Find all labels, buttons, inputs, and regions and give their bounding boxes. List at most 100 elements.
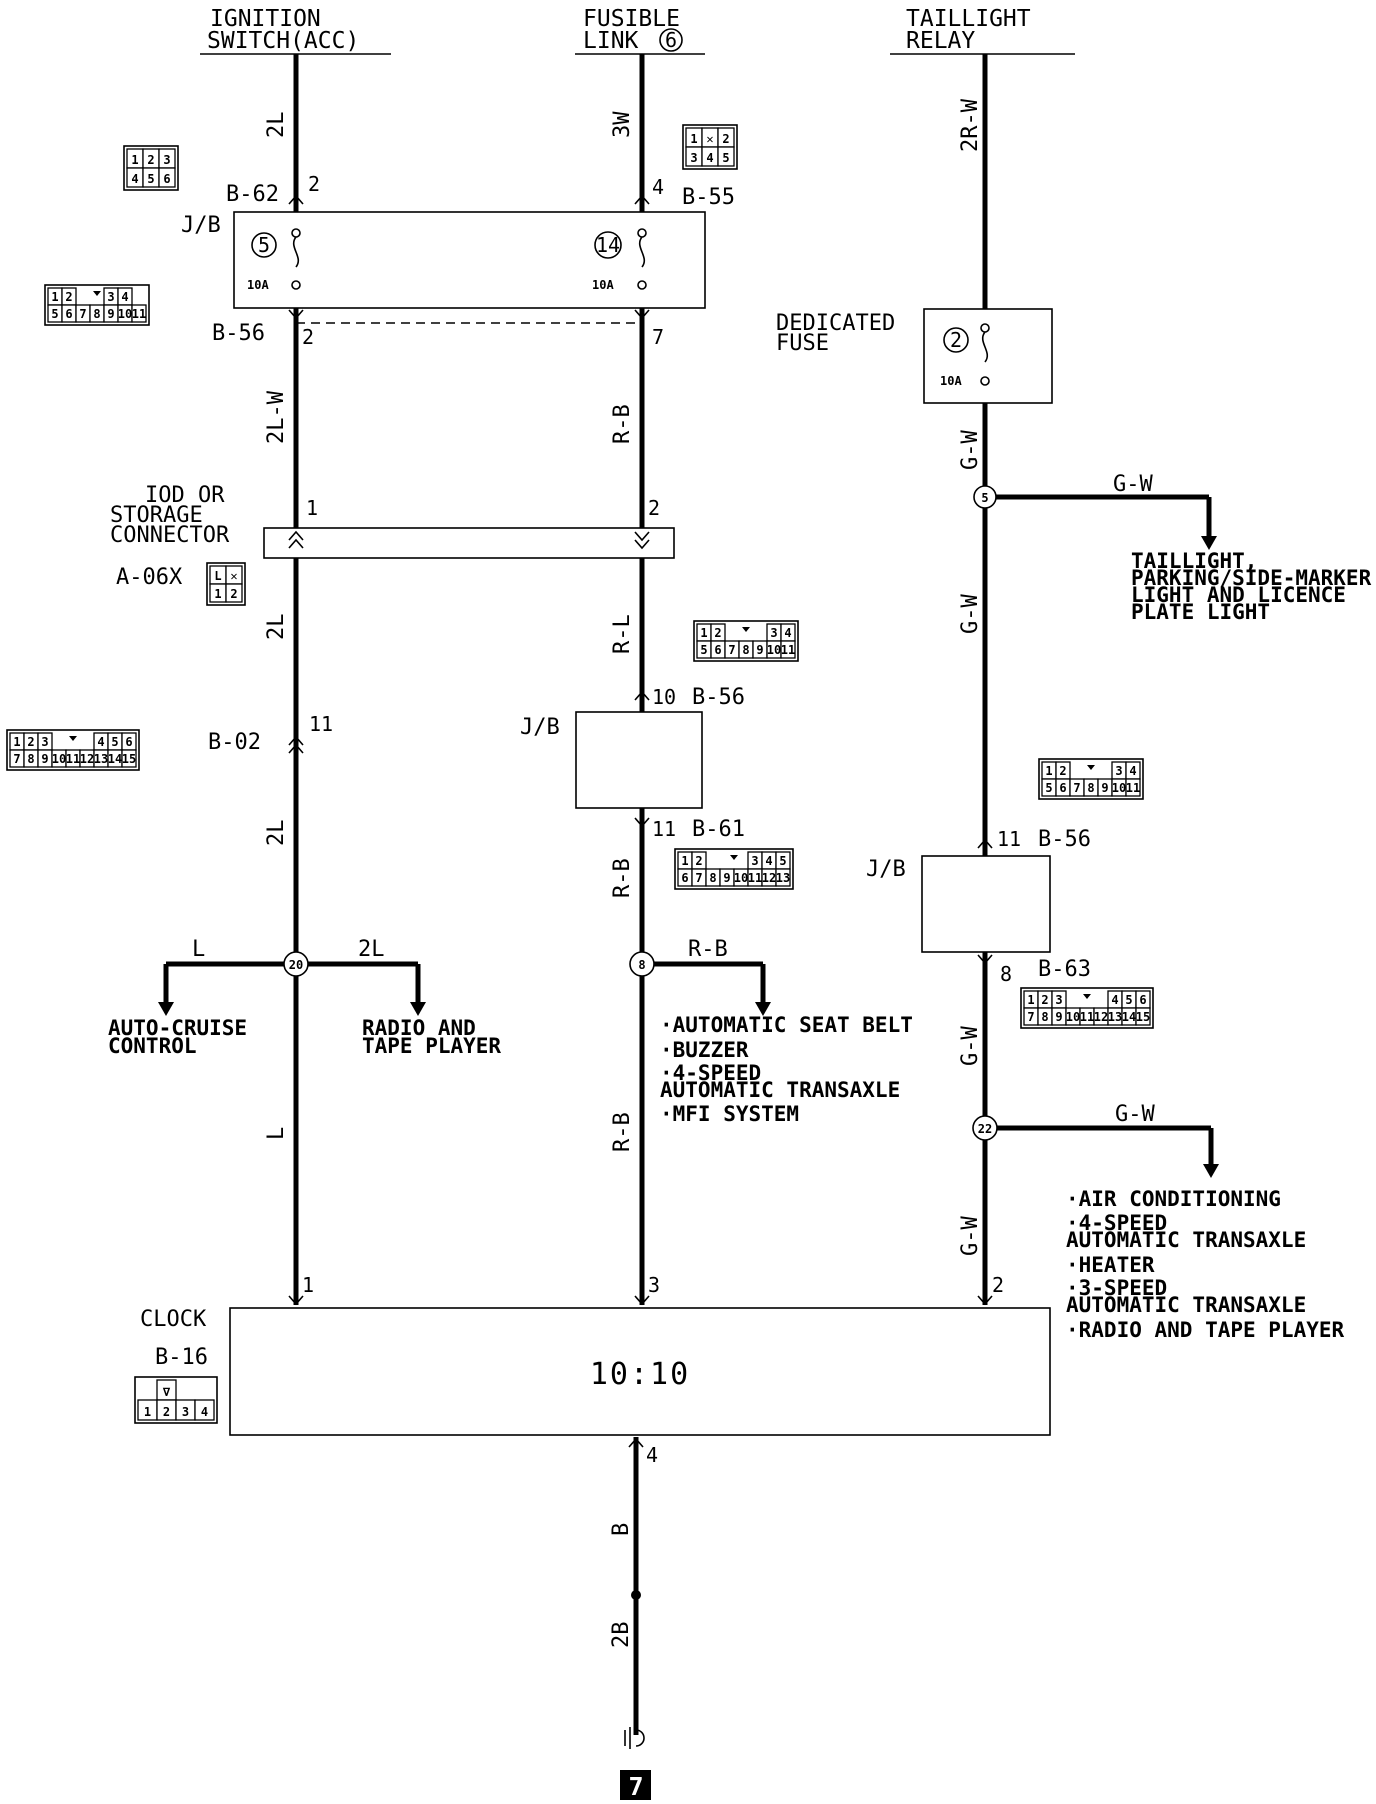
clock-display-time: 10:10 — [590, 1357, 690, 1392]
jb-mid-label: J/B — [520, 715, 560, 740]
pin-cell-label: 4 — [201, 1405, 208, 1419]
pin-cell-label: 5 — [1045, 781, 1052, 795]
pin-cell-label: 4 — [765, 854, 772, 868]
wire-label-R-B-mid: R-B — [610, 858, 635, 898]
wire-label-G-W-lower: G-W — [958, 1026, 983, 1066]
pin-cell-label: 2 — [722, 132, 729, 146]
pin-cell-label: 9 — [1101, 781, 1108, 795]
wire-label-2B: 2B — [609, 1622, 634, 1649]
pin-cell-label: 6 — [681, 871, 688, 885]
wire-label-B: B — [609, 1523, 634, 1536]
pin-cell-label: 10 — [118, 307, 132, 321]
jb-right-label: J/B — [866, 857, 906, 882]
pin-cell-label: 7 — [695, 871, 702, 885]
dedicated-fuse-label-1: DEDICATED — [776, 311, 895, 336]
fuse-14 — [594, 226, 650, 290]
pin-cell-label: ∇ — [162, 1385, 171, 1399]
pin-2-b62: 2 — [308, 172, 320, 196]
pin-cell-label: 5 — [51, 307, 58, 321]
pin-cell — [780, 640, 796, 659]
ground-point-badge — [620, 1770, 651, 1800]
pin-cell-label: 7 — [13, 752, 20, 766]
pin-2-clock: 2 — [992, 1273, 1004, 1297]
pin-1-storage: 1 — [306, 496, 318, 520]
joint-22-number: 22 — [978, 1122, 992, 1136]
pin-cell-label: 3 — [182, 1405, 189, 1419]
pin-cell-label: 6 — [125, 735, 132, 749]
pin-cell-label: L — [214, 569, 221, 583]
ignition-switch-title-2: SWITCH(ACC) — [207, 28, 359, 54]
load-aircon-line-5: ·3-SPEED — [1066, 1276, 1167, 1300]
fusible-link-title-1: FUSIBLE — [583, 6, 680, 32]
pin-cell-label: 10 — [1066, 1010, 1080, 1024]
pin-cell — [158, 167, 176, 188]
pin-11-b02: 11 — [309, 712, 333, 736]
joint-5 — [973, 485, 997, 509]
load-seatbelt-line-1: ·AUTOMATIC SEAT BELT — [660, 1013, 913, 1037]
fuse-14-number: 14 — [596, 233, 620, 257]
pin-cell-label: 8 — [1087, 781, 1094, 795]
pin-cell-label: 1 — [214, 587, 221, 601]
pin-cell-label: 14 — [108, 752, 122, 766]
wire-label-G-W-mid: G-W — [958, 594, 983, 634]
pin-cell-label: 10 — [767, 643, 781, 657]
pin-cell-label: 6 — [714, 643, 721, 657]
fusible-link-title-2: LINK — [583, 28, 639, 54]
pin-cell — [775, 868, 791, 887]
pin-cell-label: 6 — [1059, 781, 1066, 795]
pin-cell — [131, 304, 147, 323]
load-aircon-line-3: AUTOMATIC TRANSAXLE — [1066, 1228, 1306, 1252]
pin-markers — [288, 194, 993, 1448]
pin-cell-label: 2 — [1041, 993, 1048, 1007]
load-aircon-line-2: ·4-SPEED — [1066, 1211, 1167, 1235]
wire-label-G-W-bottom: G-W — [958, 1216, 983, 1256]
connector-b16-label: B-16 — [155, 1345, 208, 1370]
pin-cell-label: 5 — [111, 735, 118, 749]
connector-key-b56a — [93, 291, 101, 296]
pin-cell-label: 9 — [723, 871, 730, 885]
pin-11-b61: 11 — [652, 817, 676, 841]
pin-cell-label: 9 — [1055, 1010, 1062, 1024]
pin-cell-label: 15 — [1136, 1010, 1150, 1024]
pin-cell — [717, 146, 735, 167]
pin-cell — [225, 583, 243, 603]
load-radio-line-2: TAPE PLAYER — [362, 1034, 501, 1058]
jb-top-label: J/B — [181, 213, 221, 238]
jb-top-left-margin — [240, 214, 280, 306]
fusible-link-number-circle — [659, 28, 683, 52]
pin-cell-label: 6 — [1139, 993, 1146, 1007]
pin-cell-label: 11 — [1126, 781, 1140, 795]
connector-b56-top-label: B-56 — [212, 321, 265, 346]
connector-b55-label: B-55 — [682, 185, 735, 210]
pin-cell-label: 15 — [122, 752, 136, 766]
pin-cell-label: 2 — [714, 626, 721, 640]
joint-22 — [972, 1115, 998, 1141]
connector-b56-mid-label: B-56 — [692, 685, 745, 710]
pin-cell-label: 9 — [107, 307, 114, 321]
load-aircon-line-1: ·AIR CONDITIONING — [1066, 1187, 1281, 1211]
load-radio-line-1: RADIO AND — [362, 1016, 476, 1040]
pin-cell-label: 1 — [700, 626, 707, 640]
taillight-relay-title-2: RELAY — [906, 28, 975, 54]
load-aircon-line-6: AUTOMATIC TRANSAXLE — [1066, 1293, 1306, 1317]
branch-rb-wire-label: R-B — [688, 937, 728, 962]
pin-cell-label: 2 — [1059, 764, 1066, 778]
pin-cell-label: 3 — [163, 153, 170, 167]
pin-cell-label: 8 — [709, 871, 716, 885]
pin-cell-label: 2 — [163, 1405, 170, 1419]
pin-cell-label: 2 — [230, 587, 237, 601]
connector-b61-label: B-61 — [692, 817, 745, 842]
load-seatbelt-line-4: AUTOMATIC TRANSAXLE — [660, 1078, 900, 1102]
fusible-link-number: 6 — [665, 28, 677, 52]
pin-cell — [121, 749, 137, 768]
pin-cell-label: 6 — [65, 307, 72, 321]
pin-cell-label: 10 — [52, 752, 66, 766]
pin-cell-label: 13 — [1108, 1010, 1122, 1024]
pin-cell-label: 1 — [13, 735, 20, 749]
wire-label-G-W-upper: G-W — [958, 430, 983, 470]
connector-a06x-label: A-06X — [116, 565, 183, 590]
wire-label-R-L: R-L — [610, 614, 635, 654]
branch-taillight-wire-label: G-W — [1113, 472, 1153, 497]
pin-cell-label: 7 — [728, 643, 735, 657]
